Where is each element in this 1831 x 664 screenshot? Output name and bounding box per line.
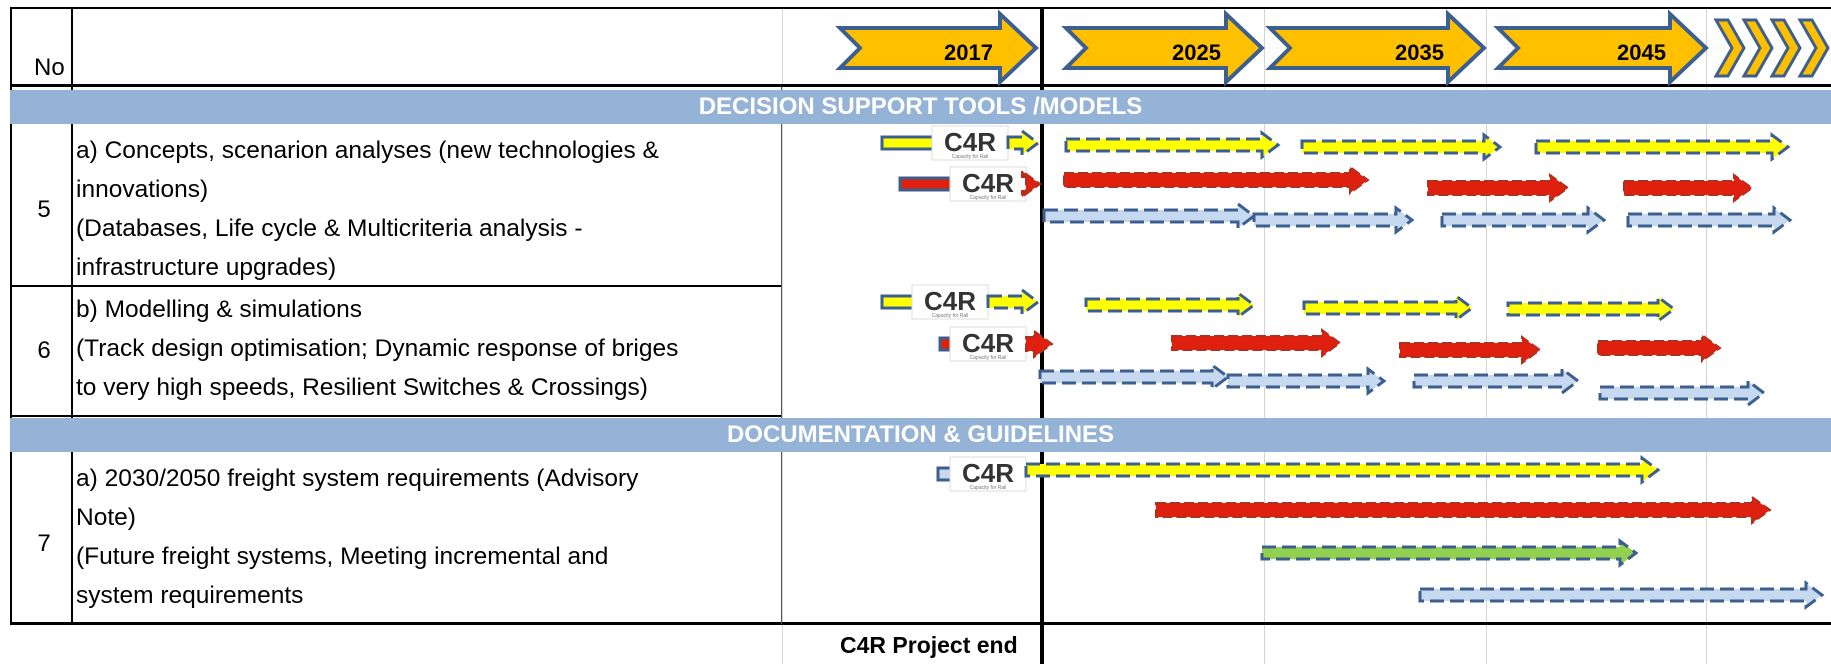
timeline-arrow-red bbox=[1623, 173, 1754, 203]
timeline-arrow-yellow bbox=[1006, 128, 1041, 158]
timeline-arrow-lightblue bbox=[1412, 366, 1581, 396]
c4r-logo-subtitle: Capacity for Rail bbox=[970, 485, 1007, 491]
timeline-arrow-yellow bbox=[986, 287, 1041, 317]
c4r-logo-text: C4R bbox=[944, 127, 996, 157]
description-line: infrastructure upgrades) bbox=[76, 254, 337, 281]
c4r-logo-lead-bar bbox=[880, 294, 918, 310]
timeline-arrow-yellow bbox=[1064, 130, 1281, 160]
c4r-logo-text: C4R bbox=[962, 328, 1014, 358]
timeline-arrow-red bbox=[1171, 328, 1342, 358]
section-band-documentation: DOCUMENTATION & GUIDELINES bbox=[10, 418, 1831, 452]
table-left-border bbox=[10, 7, 12, 624]
milestone-arrow-2025 bbox=[1061, 9, 1265, 87]
c4r-logo-subtitle: Capacity for Rail bbox=[952, 154, 989, 160]
row-description: a) Concepts, scenarion analyses (new tec… bbox=[76, 131, 659, 287]
description-line: system requirements bbox=[76, 582, 304, 609]
row-number: 7 bbox=[37, 530, 51, 557]
row-number: 5 bbox=[37, 196, 51, 223]
year-label-2017: 2017 bbox=[944, 40, 993, 65]
description-line: innovations) bbox=[76, 176, 209, 203]
table-top-border bbox=[10, 7, 1831, 9]
row-number: 6 bbox=[37, 337, 51, 364]
description-line: a) Concepts, scenarion analyses (new tec… bbox=[76, 137, 659, 164]
desc-column-border bbox=[781, 87, 782, 624]
timeline-arrow-yellow bbox=[1300, 132, 1503, 162]
description-line: b) Modelling & simulations bbox=[76, 296, 362, 323]
grid-line bbox=[782, 8, 783, 664]
c4r-logo-subtitle: Capacity for Rail bbox=[970, 355, 1007, 361]
timeline-arrow-red bbox=[1021, 169, 1042, 199]
c4r-logo-icon bbox=[931, 125, 1009, 161]
description-line: Note) bbox=[76, 504, 136, 531]
timeline-arrow-red bbox=[1597, 333, 1722, 363]
c4r-logo-subtitle: Capacity for Rail bbox=[970, 195, 1007, 201]
chevron-icon bbox=[1769, 18, 1802, 78]
no-column-header: No bbox=[34, 54, 65, 81]
chevron-icon bbox=[1741, 18, 1774, 78]
grid-line bbox=[1706, 8, 1707, 664]
timeline-arrow-lightblue bbox=[1598, 378, 1767, 408]
year-label-2035: 2035 bbox=[1395, 40, 1444, 65]
timeline-arrow-lightblue bbox=[1626, 205, 1793, 235]
no-column-border bbox=[71, 7, 73, 624]
milestone-arrow-2045 bbox=[1493, 9, 1709, 87]
timeline-arrow-yellow bbox=[1534, 132, 1791, 162]
row-description: a) 2030/2050 freight system requirements… bbox=[76, 459, 638, 615]
c4r-logo-subtitle: Capacity for Rail bbox=[932, 313, 969, 319]
description-line: a) 2030/2050 freight system requirements… bbox=[76, 465, 639, 492]
timeline-arrow-green bbox=[1260, 538, 1639, 568]
year-label-2025: 2025 bbox=[1172, 40, 1221, 65]
timeline-arrow-lightblue bbox=[1252, 205, 1415, 235]
c4r-logo-lead-bar bbox=[898, 176, 956, 192]
section-band-decision-support: DECISION SUPPORT TOOLS /MODELS bbox=[10, 90, 1831, 124]
section-title: DECISION SUPPORT TOOLS /MODELS bbox=[698, 93, 1143, 120]
description-line: (Future freight systems, Meeting increme… bbox=[76, 543, 609, 570]
c4r-logo-text: C4R bbox=[924, 286, 976, 316]
timeline-arrow-lightblue bbox=[1038, 362, 1231, 392]
timeline-arrow-lightblue bbox=[1226, 366, 1387, 396]
section-title: DOCUMENTATION & GUIDELINES bbox=[726, 421, 1115, 448]
c4r-logo-lead-bar bbox=[880, 135, 938, 151]
description-line: (Databases, Life cycle & Multicriteria a… bbox=[76, 215, 583, 242]
timeline-arrow-yellow bbox=[1024, 455, 1661, 485]
project-end-line bbox=[1040, 7, 1044, 664]
row-border bbox=[10, 285, 782, 287]
header-bottom-border bbox=[10, 84, 1831, 87]
table-bottom-border bbox=[10, 622, 1831, 625]
timeline-arrow-lightblue bbox=[1440, 205, 1607, 235]
chevron-icon bbox=[1713, 18, 1746, 78]
timeline-arrow-yellow bbox=[1302, 293, 1475, 323]
milestone-arrow-2017 bbox=[835, 9, 1039, 87]
timeline-arrow-red bbox=[1399, 335, 1542, 365]
timeline-arrow-red bbox=[1427, 173, 1570, 203]
grid-line bbox=[1486, 8, 1487, 664]
year-label-2045: 2045 bbox=[1617, 40, 1666, 65]
timeline-arrow-yellow bbox=[1506, 294, 1677, 324]
timeline-arrow-yellow bbox=[1084, 290, 1257, 320]
description-line: (Track design optimisation; Dynamic resp… bbox=[76, 335, 679, 362]
c4r-logo-icon bbox=[949, 326, 1027, 362]
milestone-arrow-2035 bbox=[1265, 9, 1487, 87]
row-border bbox=[10, 415, 782, 417]
timeline-arrow-lightblue bbox=[1418, 580, 1825, 610]
chevron-icon bbox=[1797, 18, 1830, 78]
timeline-arrow-red bbox=[1155, 495, 1772, 525]
description-line: to very high speeds, Resilient Switches … bbox=[76, 374, 648, 401]
c4r-logo-text: C4R bbox=[962, 168, 1014, 198]
c4r-logo-text: C4R bbox=[962, 458, 1014, 488]
project-end-label: C4R Project end bbox=[840, 632, 1018, 658]
timeline-arrow-red bbox=[1063, 165, 1370, 195]
row-description: b) Modelling & simulations (Track design… bbox=[76, 290, 678, 407]
timeline-arrow-red bbox=[1025, 329, 1054, 359]
timeline-arrow-lightblue bbox=[1042, 201, 1257, 231]
c4r-logo-icon bbox=[949, 456, 1027, 492]
